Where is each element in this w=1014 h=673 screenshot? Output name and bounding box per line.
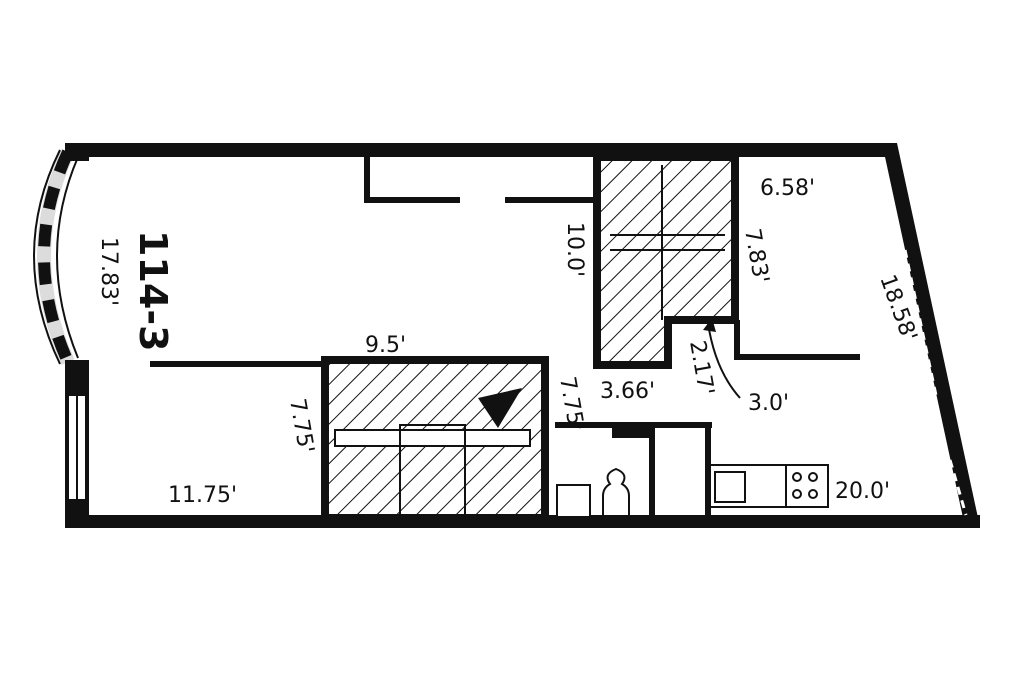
left-window [67, 394, 87, 501]
dim-closet-width: 3.66' [600, 379, 655, 404]
kitchen-sink [714, 471, 746, 503]
bay-window [33, 149, 79, 365]
toilet [602, 467, 630, 515]
interior-walls [150, 157, 860, 515]
dim-top-right: 6.58' [760, 176, 815, 201]
dim-bottom-left: 11.75' [168, 483, 237, 508]
dim-stair-height: 10.0' [562, 222, 587, 277]
unit-label: 114-3 [131, 230, 175, 352]
lower-stair [321, 356, 549, 522]
stove [785, 464, 829, 508]
closet-shelf [612, 424, 652, 438]
dim-lower-stair-left: 7.75' [284, 397, 318, 456]
leader-arrow [707, 322, 741, 399]
dim-bay-height: 17.83' [96, 237, 121, 306]
dim-closet-door: 3.0' [748, 391, 789, 416]
kitchen-counter [709, 464, 829, 508]
arrow-head-icon [703, 318, 716, 332]
right-window [903, 249, 968, 516]
dim-kitchen-length: 20.0' [835, 479, 890, 504]
sink [556, 484, 591, 518]
bathroom-fixtures [556, 467, 630, 518]
stair-arrow-icon [478, 388, 522, 428]
dim-stair-right: 7.83' [739, 227, 773, 286]
upper-stair [593, 153, 739, 369]
dim-living-width: 9.5' [365, 333, 406, 358]
